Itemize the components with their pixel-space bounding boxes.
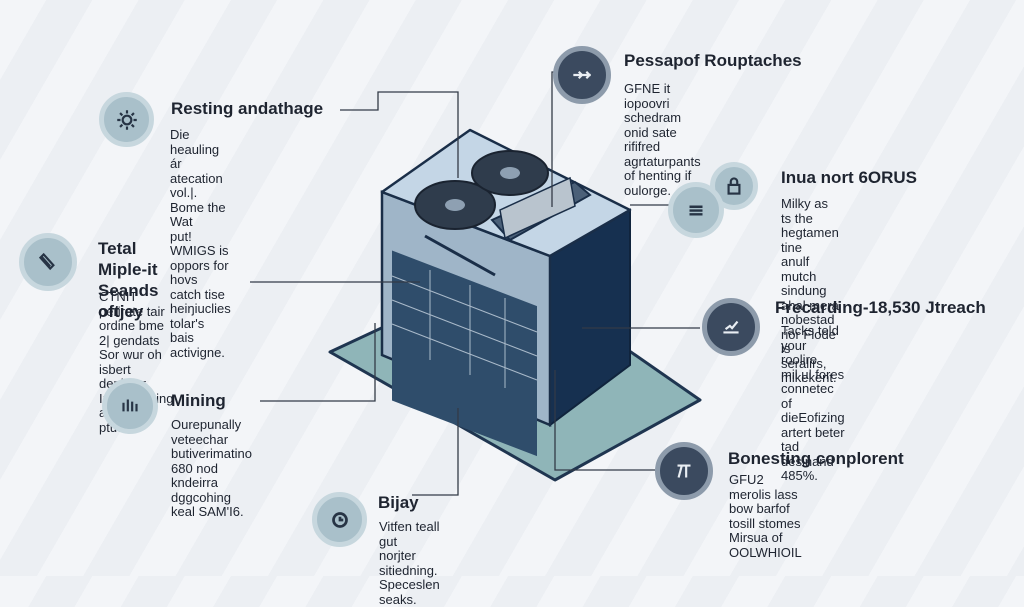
- fan-2: [471, 150, 549, 196]
- callout-body: Ourepunally veteechar butiverimatino 680…: [171, 417, 252, 519]
- mining-rig-illustration: [250, 71, 702, 496]
- callout-body: GFU2 merolis lass bow barfof tosill stom…: [729, 472, 802, 560]
- callout-body: Tacks teld your roolire mil µl fores con…: [781, 323, 845, 483]
- callout-title: Tetal Miple-it Seands oftjey: [98, 239, 159, 321]
- callout-body: Die heauling ár atecation vol.|. Bome th…: [170, 127, 231, 360]
- callout-title: Inua nort 6ORUS: [781, 168, 918, 187]
- vent-slot: [424, 234, 496, 277]
- callout-title: Bonesting conplorent: [728, 449, 904, 468]
- callout-body: Vitfen teall gut norjter sitiedning. Spe…: [379, 519, 440, 607]
- power-supply: [490, 176, 592, 242]
- callout-title: Frecarding-18,530 Jtreach: [775, 298, 986, 317]
- gear-icon: [99, 92, 154, 147]
- wrench-icon: [19, 233, 77, 291]
- callout-title: Mining: [171, 391, 226, 410]
- clock-icon: [312, 492, 367, 547]
- callout-title: Bijay: [378, 493, 419, 512]
- callout-body: Milky as ts the hegtamen tine anulf mutc…: [781, 196, 839, 385]
- callout-title: Resting andathage: [171, 99, 324, 118]
- arrows-icon: [553, 46, 611, 104]
- connector-lines: [250, 71, 700, 496]
- bars-icon: [102, 378, 158, 434]
- menu-icon: [668, 182, 724, 238]
- chart-icon: [702, 298, 760, 356]
- gpu-rack: [391, 250, 538, 457]
- tower-icon: [655, 442, 713, 500]
- fan-1: [414, 180, 496, 230]
- callout-title: Pessapof Rouptaches: [624, 51, 802, 70]
- callout-body: GFNE it iopoovri schedram onid sate rifi…: [624, 81, 701, 198]
